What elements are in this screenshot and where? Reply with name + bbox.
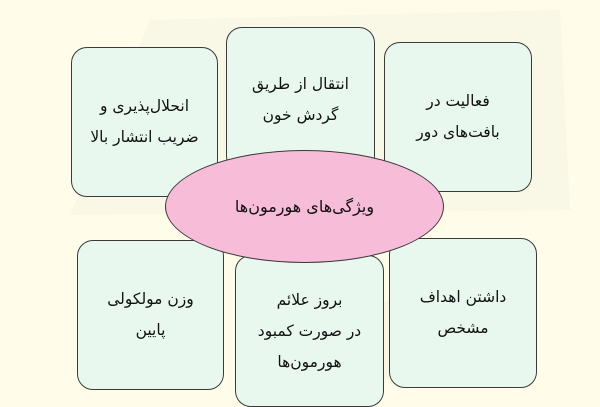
node-distant-tissue: فعالیت در بافت‌های دور bbox=[384, 42, 532, 192]
center-node-label: ویژگی‌های هورمون‌ها bbox=[234, 197, 375, 216]
node-deficiency-symptoms: بروز علائم در صورت کمبود هورمون‌ها bbox=[235, 255, 384, 407]
node-molecular-weight-label: وزن مولکولی پایین bbox=[107, 290, 194, 339]
node-distant-tissue-label: فعالیت در بافت‌های دور bbox=[416, 92, 500, 141]
node-specific-targets: داشتن اهداف مشخص bbox=[389, 238, 537, 388]
node-transport-label: انتقال از طریق گردش خون bbox=[252, 74, 349, 124]
node-transport: انتقال از طریق گردش خون bbox=[226, 27, 375, 172]
node-solubility-label: انحلال‌پذیری و ضریب انتشار بالا bbox=[90, 97, 199, 146]
center-node: ویژگی‌های هورمون‌ها bbox=[165, 150, 444, 263]
node-molecular-weight: وزن مولکولی پایین bbox=[77, 240, 224, 390]
node-deficiency-symptoms-label: بروز علائم در صورت کمبود هورمون‌ها bbox=[257, 290, 362, 371]
node-specific-targets-label: داشتن اهداف مشخص bbox=[419, 288, 507, 337]
node-solubility: انحلال‌پذیری و ضریب انتشار بالا bbox=[71, 47, 218, 197]
